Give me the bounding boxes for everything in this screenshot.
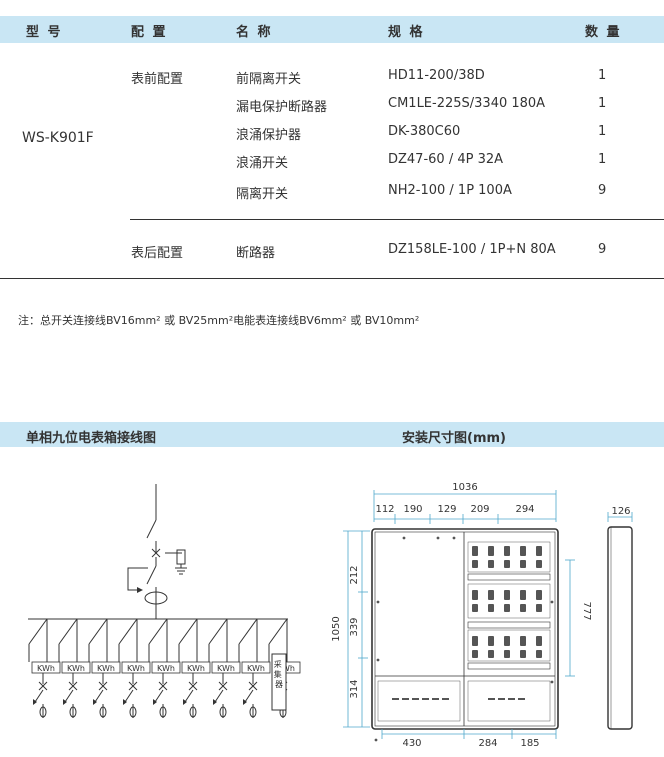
row-qty: 1 [598,68,607,83]
wiring-diagram [28,484,288,620]
row-qty: 9 [598,242,607,257]
dim-bottom-1: 430 [402,738,421,749]
meter-box: KWh [61,661,91,674]
group-label-pre: 表前配置 [131,72,184,87]
wiring-title: 单相九位电表箱接线图 [26,431,157,446]
dim-top-5: 294 [515,504,534,515]
collector-label: 采 集 器 [274,659,285,689]
dim-overall-width: 1036 [452,482,477,493]
box-side-view [607,526,633,730]
meter-box: KWh [211,661,241,674]
meter-label: KWh [187,664,205,673]
group-label-post: 表后配置 [131,246,184,261]
meter-box: KWh [181,661,211,674]
meter-box: KWh [31,661,61,674]
collector-box: 采 集 器 [271,653,287,711]
row-spec: DK-380C60 [388,124,461,139]
row-name: 漏电保护断路器 [236,100,328,115]
header-spec: 规 格 [388,25,425,40]
dim-top-3: 129 [437,504,456,515]
row-name: 浪涌开关 [236,156,289,171]
row-name: 断路器 [236,246,276,261]
row-spec: HD11-200/38D [388,68,485,83]
wiring-note: 注：总开关连接线BV16mm² 或 BV25mm²电能表连接线BV6mm² 或 … [18,314,420,327]
row-qty: 9 [598,183,607,198]
table-header: 型 号 配 置 名 称 规 格 数 量 [0,16,664,43]
dim-left-1: 212 [349,565,360,584]
row-name: 浪涌保护器 [236,128,302,143]
header-qty: 数 量 [585,25,622,40]
row-spec: DZ158LE-100 / 1P+N 80A [388,242,556,257]
meter-label: KWh [127,664,145,673]
meter-box: KWh [151,661,181,674]
meter-label: KWh [67,664,85,673]
dim-top-1: 112 [375,504,394,515]
row-qty: 1 [598,152,607,167]
dim-right-height: 777 [581,601,592,620]
dim-overall-height: 1050 [331,616,342,641]
header-model: 型 号 [26,25,63,40]
section-band: 单相九位电表箱接线图 安装尺寸图(mm) [0,422,664,447]
header-config: 配 置 [131,25,168,40]
meter-label: KWh [157,664,175,673]
dimension-labels: 1036 112 190 129 209 294 126 430 284 185… [331,482,631,749]
box-details [374,536,554,742]
meter-label: KWh [217,664,235,673]
group-divider [130,219,664,220]
meter-box: KWh [91,661,121,674]
row-qty: 1 [598,96,607,111]
row-qty: 1 [598,124,607,139]
dim-bottom-3: 185 [520,738,539,749]
row-spec: DZ47-60 / 4P 32A [388,152,504,167]
meter-label: KWh [97,664,115,673]
meter-box: KWh [121,661,151,674]
dimension-title: 安装尺寸图(mm) [402,431,506,446]
row-spec: NH2-100 / 1P 100A [388,183,512,198]
dimension-lines [343,490,633,739]
table-bottom-rule [0,278,664,279]
meter-label: KWh [37,664,55,673]
meter-boxes: KWhKWhKWhKWhKWhKWhKWhKWhKWh [31,661,301,674]
dim-left-2: 339 [349,617,360,636]
row-name: 隔离开关 [236,187,289,202]
model-cell: WS-K901F [22,130,94,146]
dim-bottom-2: 284 [478,738,497,749]
dim-top-2: 190 [403,504,422,515]
meter-box: KWh [241,661,271,674]
box-front-view [371,528,559,730]
row-spec: CM1LE-225S/3340 180A [388,96,546,111]
dim-depth: 126 [611,506,630,517]
dim-left-3: 314 [349,679,360,698]
meter-label: KWh [247,664,265,673]
row-name: 前隔离开关 [236,72,302,87]
header-name: 名 称 [236,25,273,40]
dim-top-4: 209 [470,504,489,515]
